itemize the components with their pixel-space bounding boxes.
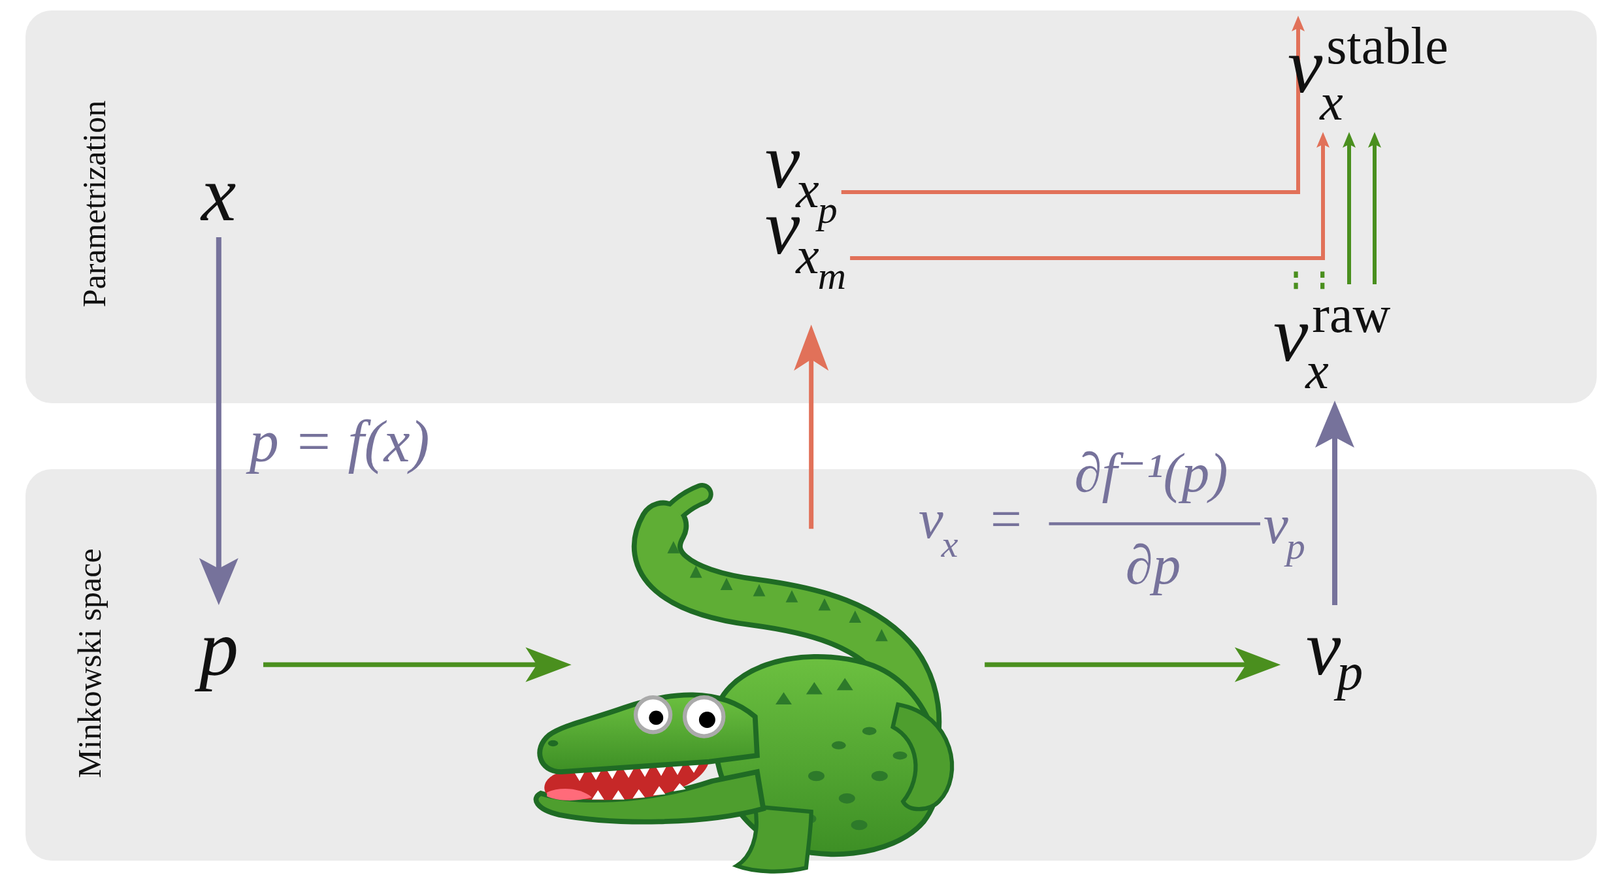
math-text: p	[199, 608, 239, 688]
formula-text: ∂f⁻¹(p)	[1074, 444, 1228, 501]
crocodile-spot	[871, 770, 888, 782]
crocodile-spot	[831, 740, 847, 749]
region-band: Minkowski spacepvp	[25, 469, 1597, 861]
math-symbol: vp	[1302, 604, 1367, 702]
formula-text: x	[941, 525, 959, 564]
crocodile-tongue	[546, 788, 592, 801]
formula-text: p	[1286, 527, 1306, 566]
crocodile-eye	[684, 697, 724, 736]
formula-text: v	[1263, 496, 1289, 553]
math-text: raw	[1311, 288, 1391, 341]
formula-text: ∂p	[1125, 537, 1182, 593]
math-text: x	[1319, 75, 1344, 129]
connector-line	[1347, 144, 1352, 285]
crocodile-spot	[851, 819, 868, 831]
crocodile-spot	[808, 770, 825, 782]
region-band: Parametrizationxvxpvxmvxstablevxraw	[25, 10, 1597, 404]
math-text: v	[765, 188, 800, 267]
math-text: x	[201, 154, 236, 234]
flow-line	[808, 359, 814, 529]
math-text: p	[817, 190, 838, 230]
math-symbol: vxstable	[1283, 15, 1453, 132]
band-shape	[25, 10, 1597, 404]
math-text: v	[1273, 295, 1308, 374]
connector-line	[1332, 437, 1338, 605]
math-text: x	[795, 229, 820, 282]
math-text: v	[1287, 26, 1323, 106]
crocodile-spot	[862, 726, 877, 735]
band-label: Minkowski space	[73, 548, 106, 778]
crocodile-scutes	[775, 677, 854, 705]
flow-line	[984, 662, 1247, 668]
connector-line	[1372, 144, 1377, 285]
math-text: x	[1305, 344, 1329, 397]
band-shape	[25, 469, 1597, 861]
crocodile-pupil	[699, 711, 716, 728]
math-symbol: vxraw	[1269, 284, 1395, 401]
crocodile-spot	[893, 751, 908, 760]
math-text: v	[1306, 608, 1341, 688]
crocodile-nostril	[548, 740, 559, 747]
math-text: stable	[1326, 19, 1449, 72]
formula-text: =	[990, 491, 1022, 547]
math-symbol: x	[197, 150, 240, 238]
math-text: p	[1336, 645, 1363, 698]
crocodile-pupil	[648, 710, 664, 725]
arrow-head	[1315, 400, 1355, 448]
crocodile-eye	[635, 697, 671, 732]
fraction-bar	[1049, 522, 1261, 526]
math-symbol: p	[195, 604, 243, 692]
formula-text: v	[918, 491, 944, 547]
crocodile-teeth	[591, 782, 686, 800]
flow-line	[263, 662, 539, 668]
band-label: Parametrization	[77, 100, 111, 308]
connector-line	[216, 237, 222, 569]
crocodile-spot	[838, 793, 856, 804]
crocodile-spots	[775, 677, 907, 830]
edge-label: p = f(x)	[249, 412, 430, 472]
math-text: m	[817, 256, 847, 296]
